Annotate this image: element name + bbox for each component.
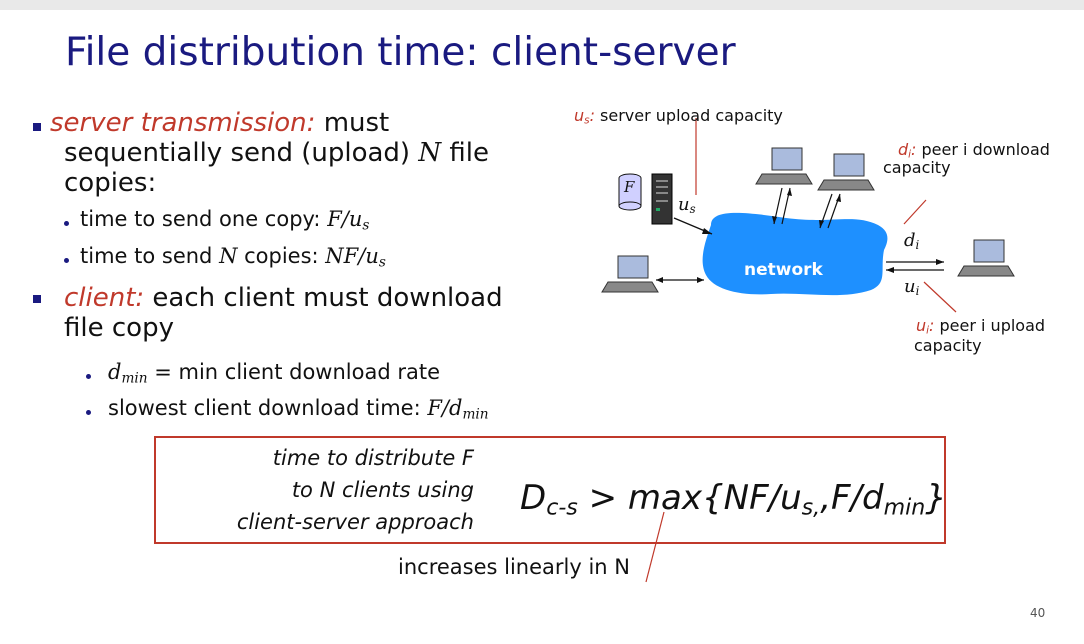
sub-bullet-dot [64,221,69,226]
server-capacity-label: us: server upload capacity [574,106,783,127]
box-text-line3: client-server approach [236,510,474,534]
bullet-label: server transmission: [50,108,316,138]
box-text-line1: time to distribute F [272,446,474,470]
bullet-marker [33,295,41,303]
slide-title: File distribution time: client-server [65,30,736,75]
peer-download-label: di: peer i download [898,140,1050,161]
sub-bullet-dot [86,410,91,415]
sub-bullet-n-copies: time to send N copies: NF/us [80,244,386,271]
computer-icon [957,239,1015,277]
bullet-server-transmission: server transmission: must [50,108,390,138]
computer-icon [817,153,875,191]
ui-label: ui [904,276,920,298]
linear-increase-note: increases linearly in N [398,555,630,579]
bullet-server-cont: sequentially send (upload) N file [64,138,489,168]
di-label: di [904,230,920,252]
formula-box: time to distribute F to N clients using … [154,436,946,544]
network-diagram: us: server upload capacity di: peer i do… [574,100,1084,380]
sub-bullet-dmin: dmin = min client download rate [108,360,440,387]
sub-bullet-one-copy: time to send one copy: F/us [80,207,370,234]
distribution-time-formula: Dc-s > max{NF/us,,F/dmin} [520,478,947,521]
box-text-line2: to N clients using [291,478,474,502]
us-label: us [678,194,696,216]
note-pointer [645,511,665,583]
computer-icon [755,147,813,185]
peer-download-label-line2: capacity [883,158,951,177]
bullet-marker [33,123,41,131]
peer-upload-label: ui: peer i upload [916,316,1046,337]
sub-bullet-dot [86,374,91,379]
bullet-label: client: [64,283,145,313]
network-label: network [744,260,823,280]
file-label: F [624,178,635,196]
sub-bullet-dot [64,258,69,263]
pointer-line [923,281,957,313]
page-number: 40 [1030,606,1046,620]
computer-icon [601,255,659,293]
peer-upload-label-line2: capacity [914,336,982,355]
bullet-client: client: each client must download [64,283,503,313]
sub-bullet-slowest: slowest client download time: F/dmin [108,396,489,423]
diagram-graphics [601,118,1015,313]
bullet-client-cont: file copy [64,313,174,343]
bullet-server-cont2: copies: [64,168,157,198]
pointer-line [903,199,927,225]
top-bar [0,0,1084,10]
network-cloud [702,212,888,296]
